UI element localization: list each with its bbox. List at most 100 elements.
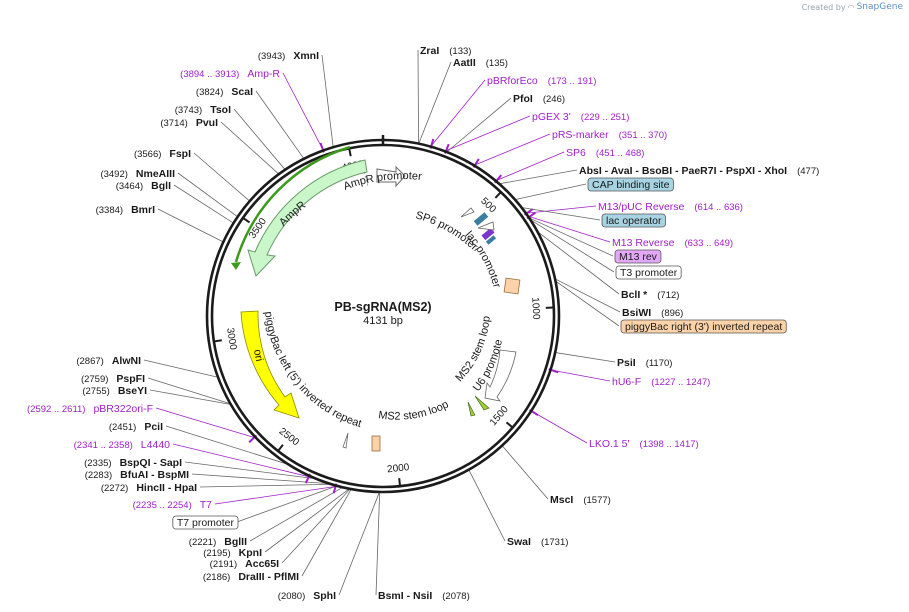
feature-box-label[interactable]: T7 promoter bbox=[172, 515, 239, 530]
feature-box bbox=[172, 515, 239, 530]
enzyme-label[interactable]: PfoI(246) bbox=[513, 93, 565, 105]
lac-promoter-label: lac promoter bbox=[463, 229, 503, 289]
enzyme-label[interactable]: BsiWI(896) bbox=[622, 307, 683, 319]
enzyme-label[interactable]: MscI(1577) bbox=[550, 494, 611, 506]
leader-line bbox=[236, 486, 336, 523]
cap-site-marker bbox=[473, 212, 489, 226]
leader-line bbox=[220, 121, 279, 174]
label-position: (229 .. 251) bbox=[581, 112, 630, 123]
leader-line bbox=[147, 377, 230, 404]
label-position: (2755) bbox=[82, 386, 109, 397]
ms2-stem-loop-lower-label: MS2 stem loop bbox=[378, 399, 451, 423]
label-name: pRS-marker bbox=[552, 129, 609, 141]
enzyme-label[interactable]: XmnI(3943) bbox=[258, 50, 319, 62]
enzyme-label[interactable]: ScaI(3824) bbox=[196, 86, 253, 98]
enzyme-label[interactable]: BclI *(712) bbox=[621, 289, 679, 301]
feature-box bbox=[614, 249, 662, 264]
ori-label: ori bbox=[251, 348, 265, 362]
feature-box-label[interactable]: CAP binding site bbox=[587, 177, 674, 192]
feature-box-label[interactable]: T3 promoter bbox=[615, 265, 682, 280]
label-position: (2195) bbox=[203, 548, 230, 559]
primer-label[interactable]: M13 Reverse(633 .. 649) bbox=[612, 237, 733, 249]
enzyme-label[interactable]: FspI(3566) bbox=[134, 148, 191, 160]
enzyme-label[interactable]: BsmI - NsiI(2078) bbox=[378, 590, 470, 602]
label-name: BglI bbox=[151, 180, 171, 192]
enzyme-label[interactable]: BglI(3464) bbox=[116, 180, 171, 192]
primer-label[interactable]: Amp-R(3894 .. 3913) bbox=[180, 68, 280, 80]
tick-mark bbox=[243, 217, 251, 224]
label-name: HincII - HpaI bbox=[136, 482, 197, 494]
enzyme-label[interactable]: BseYI(2755) bbox=[82, 385, 147, 397]
enzyme-label[interactable]: AlwNI(2867) bbox=[76, 355, 141, 367]
enzyme-label[interactable]: PciI(2451) bbox=[109, 421, 163, 433]
feature-box-label[interactable]: M13 rev bbox=[614, 249, 662, 264]
label-position: (2592 .. 2611) bbox=[27, 404, 85, 415]
enzyme-label[interactable]: HincII - HpaI(2272) bbox=[101, 482, 197, 494]
label-name: M13 rev bbox=[619, 251, 658, 263]
label-position: (3894 .. 3913) bbox=[180, 69, 239, 80]
label-name: FspI bbox=[169, 148, 191, 160]
feature-box-label[interactable]: piggyBac right (3') inverted repeat bbox=[620, 319, 787, 334]
leader-line bbox=[282, 72, 324, 150]
primer-label[interactable]: pBRforEco(173 .. 191) bbox=[487, 75, 596, 87]
leader-line bbox=[177, 172, 238, 217]
primer-label[interactable]: pRS-marker(351 .. 370) bbox=[552, 129, 667, 141]
primer-label[interactable]: L4440(2341 .. 2358) bbox=[74, 439, 171, 451]
primer-label[interactable]: T7(2235 .. 2254) bbox=[133, 499, 213, 511]
label-name: Acc65I bbox=[245, 558, 279, 570]
leader-line bbox=[149, 389, 230, 405]
enzyme-label[interactable]: Acc65I(2191) bbox=[210, 558, 279, 570]
primer-label[interactable]: LKO.1 5'(1398 .. 1417) bbox=[589, 438, 699, 450]
label-position: (3714) bbox=[160, 118, 187, 129]
label-name: MscI bbox=[550, 494, 573, 506]
label-name: BsiWI bbox=[622, 307, 651, 319]
enzyme-label[interactable]: ZraI(133) bbox=[420, 45, 471, 57]
enzyme-label[interactable]: TsoI(3743) bbox=[175, 104, 231, 116]
enzyme-label[interactable]: BmrI(3384) bbox=[96, 204, 155, 216]
label-name: AbsI - AvaI - BsoBI - PaeR7I - PspXI - X… bbox=[579, 165, 787, 177]
label-name: L4440 bbox=[141, 439, 170, 451]
primer-label[interactable]: pBR322ori-F(2592 .. 2611) bbox=[27, 403, 153, 415]
leader-line bbox=[530, 218, 614, 257]
leader-line bbox=[418, 61, 452, 143]
label-name: BglII bbox=[224, 536, 247, 548]
enzyme-label[interactable]: DraIII - PflMI(2186) bbox=[203, 571, 299, 583]
leader-lines bbox=[143, 49, 621, 596]
enzyme-label[interactable]: PspFI(2759) bbox=[81, 373, 145, 385]
features bbox=[231, 145, 521, 452]
leader-line bbox=[556, 279, 621, 313]
label-name: NmeAIII bbox=[136, 168, 175, 180]
amp-r-primer-arc bbox=[234, 145, 351, 263]
enzyme-label[interactable]: SwaI(1731) bbox=[507, 536, 568, 548]
enzyme-label[interactable]: PvuI(3714) bbox=[160, 117, 218, 129]
enzyme-label[interactable]: BfuAI - BspMI(2283) bbox=[85, 469, 189, 481]
label-name: lac operator bbox=[606, 215, 662, 227]
enzyme-label[interactable]: NmeAIII(3492) bbox=[100, 168, 175, 180]
enzyme-label[interactable]: KpnI(2195) bbox=[203, 547, 262, 559]
leader-line bbox=[321, 54, 334, 147]
enzyme-label[interactable]: AatII(135) bbox=[453, 57, 508, 69]
leader-line bbox=[531, 411, 588, 444]
primer-label[interactable]: pGEX 3'(229 .. 251) bbox=[532, 111, 629, 123]
label-position: (3824) bbox=[196, 87, 223, 98]
label-name: SP6 bbox=[566, 147, 586, 159]
label-name: T7 bbox=[200, 499, 212, 511]
ms2-stem-loop-marker-1 bbox=[467, 401, 476, 417]
label-name: T7 promoter bbox=[177, 517, 235, 529]
leader-line bbox=[375, 492, 381, 596]
primer-label[interactable]: SP6(451 .. 468) bbox=[566, 147, 644, 159]
enzyme-label[interactable]: AbsI - AvaI - BsoBI - PaeR7I - PspXI - X… bbox=[579, 165, 819, 177]
tick-label: 2500 bbox=[277, 426, 302, 449]
feature-box-label[interactable]: lac operator bbox=[601, 213, 666, 228]
primer-label[interactable]: M13/pUC Reverse(614 .. 636) bbox=[598, 201, 743, 213]
enzyme-label[interactable]: PsiI(1170) bbox=[617, 357, 672, 369]
label-name: BmrI bbox=[131, 204, 155, 216]
leader-line bbox=[474, 133, 551, 166]
leader-line bbox=[500, 169, 578, 184]
enzyme-label[interactable]: BspQI - SapI(2335) bbox=[84, 457, 182, 469]
enzyme-label[interactable]: SphI(2080) bbox=[278, 590, 336, 602]
primer-label[interactable]: hU6-F(1227 .. 1247) bbox=[612, 376, 710, 388]
enzyme-label[interactable]: BglII(2221) bbox=[189, 536, 247, 548]
label-name: BsmI - NsiI bbox=[378, 590, 432, 602]
